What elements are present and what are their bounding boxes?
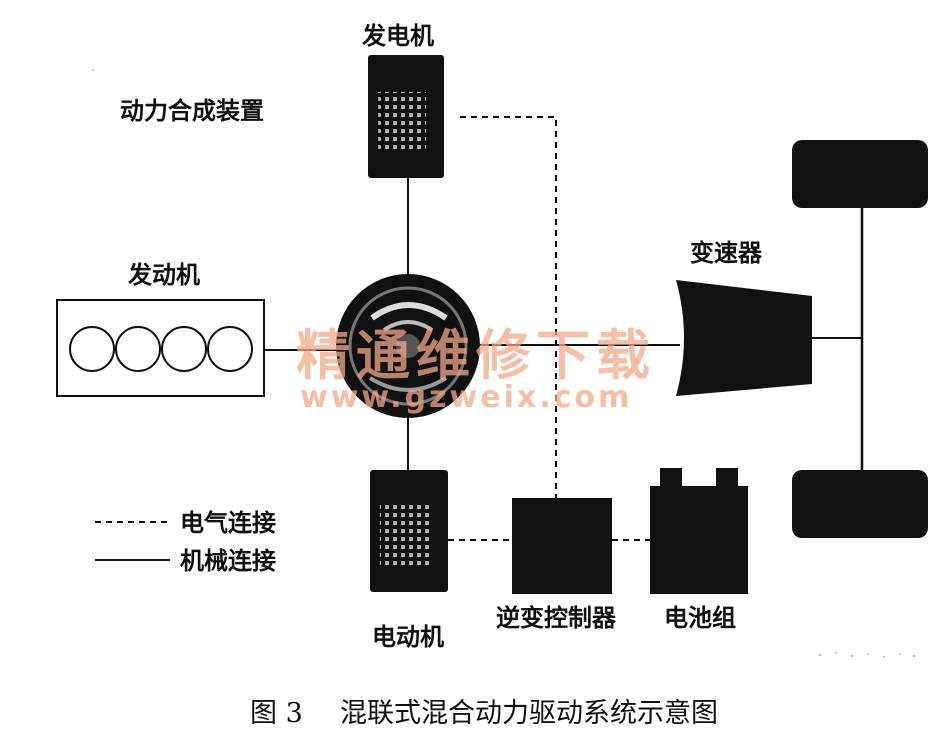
wheel-bottom xyxy=(792,470,928,538)
transmission-label: 变速器 xyxy=(690,239,763,267)
battery-label: 电池组 xyxy=(664,604,736,632)
scan-speckles xyxy=(92,69,916,659)
cylinder xyxy=(161,326,207,372)
cylinder xyxy=(115,326,161,372)
watermark-text: 精通维修下载 xyxy=(296,324,656,387)
figure-title: 混联式混合动力驱动系统示意图 xyxy=(340,698,718,729)
generator-label: 发电机 xyxy=(361,22,434,50)
cylinder xyxy=(207,326,253,372)
generator-to-inverter xyxy=(460,116,557,498)
figure-number: 图 3 xyxy=(250,698,303,729)
motor-label: 电动机 xyxy=(372,623,444,651)
power-split-label: 动力合成装置 xyxy=(120,97,264,125)
inverter xyxy=(512,498,612,594)
engine-label: 发动机 xyxy=(127,261,200,289)
generator xyxy=(368,55,444,178)
mechanical-connections xyxy=(265,178,864,475)
transmission xyxy=(676,280,812,396)
battery xyxy=(650,468,748,594)
cylinder xyxy=(69,326,115,372)
inverter-label: 逆变控制器 xyxy=(496,604,617,632)
engine xyxy=(56,299,265,397)
electric-motor xyxy=(370,470,448,592)
power-split-device xyxy=(336,274,480,418)
watermark-url: www.gzweix.com xyxy=(300,380,632,415)
legend-electrical-label: 电气连接 xyxy=(180,509,276,537)
legend-mechanical-label: 机械连接 xyxy=(180,547,276,575)
wheel-top xyxy=(792,140,928,208)
legend: 电气连接 机械连接 xyxy=(95,509,276,575)
